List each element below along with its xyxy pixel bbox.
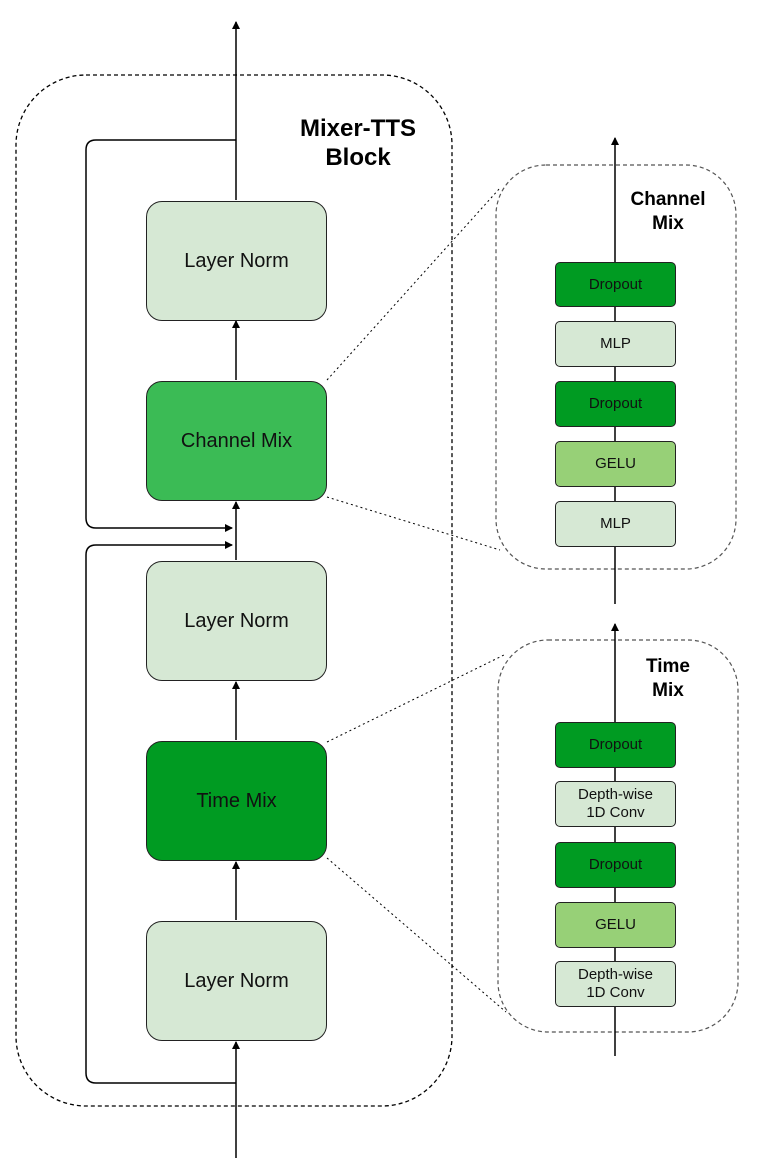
title-line: Block bbox=[325, 144, 391, 171]
layer-label: GELU bbox=[595, 916, 636, 933]
channel-dropout-layer: Dropout bbox=[555, 381, 676, 427]
mixer-tts-block-container bbox=[15, 74, 453, 1107]
title-line: Mix bbox=[652, 680, 684, 701]
block-label: Layer Norm bbox=[184, 969, 289, 992]
block-label: Layer Norm bbox=[184, 249, 289, 272]
time-dropout-layer: Dropout bbox=[555, 842, 676, 888]
layer-label: 1D Conv bbox=[586, 984, 645, 1001]
channel-mlp-layer: MLP bbox=[555, 321, 676, 367]
zoom-line-time-bottom bbox=[326, 857, 507, 1013]
layer-label: Dropout bbox=[588, 856, 643, 873]
block-label: Time Mix bbox=[196, 789, 277, 812]
title-line: Channel bbox=[630, 189, 706, 210]
time-mix-block: Time Mix bbox=[146, 741, 327, 861]
time-depthwise-conv-layer: Depth-wise 1D Conv bbox=[555, 961, 676, 1007]
channel-mix-detail-title: Channel Mix bbox=[618, 188, 718, 236]
residual-connection-bottom bbox=[85, 541, 236, 1084]
zoom-line-channel-top bbox=[326, 187, 501, 381]
layer-label: Depth-wise bbox=[577, 786, 654, 803]
block-label: Channel Mix bbox=[180, 429, 293, 452]
time-depthwise-conv-layer: Depth-wise 1D Conv bbox=[555, 781, 676, 827]
layer-label: Dropout bbox=[588, 736, 643, 753]
layer-label: MLP bbox=[600, 515, 631, 532]
layer-label: 1D Conv bbox=[586, 804, 645, 821]
channel-mix-block: Channel Mix bbox=[146, 381, 327, 501]
layer-label: MLP bbox=[600, 335, 631, 352]
title-line: Mix bbox=[652, 213, 684, 234]
time-gelu-layer: GELU bbox=[555, 902, 676, 948]
layer-label: Depth-wise bbox=[577, 966, 654, 983]
layer-label: Dropout bbox=[588, 275, 643, 293]
channel-mix-detail-container bbox=[495, 164, 737, 570]
zoom-line-time-top bbox=[326, 653, 507, 743]
title-line: Time bbox=[645, 656, 690, 677]
zoom-line-channel-bottom bbox=[326, 496, 501, 551]
layer-label: Dropout bbox=[588, 395, 643, 412]
residual-connection-top bbox=[85, 139, 236, 532]
layer-norm-top-block: Layer Norm bbox=[146, 201, 327, 321]
time-mix-detail-title: Time Mix bbox=[618, 655, 718, 703]
block-label: Layer Norm bbox=[184, 609, 289, 632]
layer-norm-mid-block: Layer Norm bbox=[146, 561, 327, 681]
mixer-tts-block-title: Mixer-TTS Block bbox=[283, 114, 433, 172]
channel-gelu-layer: GELU bbox=[555, 441, 676, 487]
layer-label: GELU bbox=[595, 455, 636, 472]
time-dropout-layer: Dropout bbox=[555, 722, 676, 768]
layer-norm-bottom-block: Layer Norm bbox=[146, 921, 327, 1041]
channel-dropout-layer: Dropout bbox=[555, 262, 676, 307]
time-mix-detail-container bbox=[497, 639, 739, 1033]
title-line: Mixer-TTS bbox=[299, 115, 416, 142]
channel-mlp-layer: MLP bbox=[555, 501, 676, 547]
